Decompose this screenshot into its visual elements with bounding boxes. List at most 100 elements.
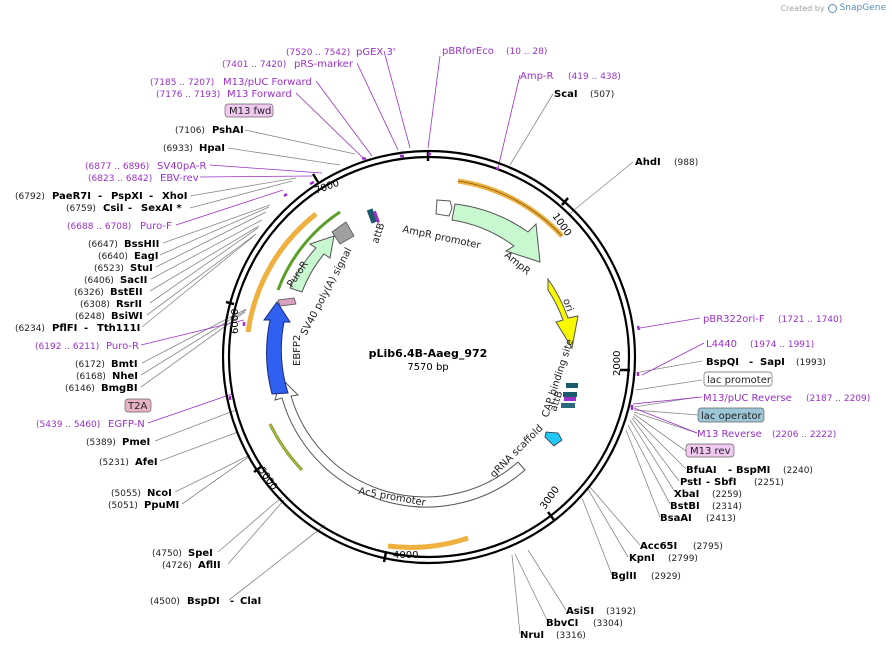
m13rev-label: M13 rev xyxy=(690,446,731,457)
enzyme-clai-dash: - xyxy=(230,596,234,607)
primer-puror-name: Puro-R xyxy=(106,341,139,352)
primer-puror-range: (6192 .. 6211) xyxy=(35,342,99,352)
map-text: - xyxy=(749,357,753,368)
enzyme-bsiwi: BsiWI xyxy=(111,311,143,322)
ac5-promoter-arrow xyxy=(274,377,526,508)
plasmid-name: pLib6.4B-Aaeg_972 xyxy=(369,347,488,360)
enzyme-kpni: KpnI xyxy=(629,553,655,564)
enzyme-rsrii: RsrII xyxy=(116,299,142,310)
brand-name: SnapGene xyxy=(839,3,886,13)
lac-promoter-label: lac promoter xyxy=(707,375,772,386)
snapgene-brand: Created by SnapGene xyxy=(781,3,886,13)
primer-ebv-range: (6823 .. 6842) xyxy=(88,174,152,184)
enzyme-spei: SpeI xyxy=(188,548,213,559)
enzyme-psti: PstI xyxy=(680,477,702,488)
enzyme-bspqi: BspQI xyxy=(706,357,739,368)
enzyme-position: (7106) xyxy=(175,126,205,136)
enzyme-position: (6640) xyxy=(98,252,128,262)
enzyme-position: (4726) xyxy=(162,561,192,571)
ebfp2-arrow xyxy=(263,301,291,395)
primer-m13puc-r-name: M13/pUC Reverse xyxy=(703,393,792,404)
enzyme-ppumi: PpuMI xyxy=(144,500,179,511)
enzyme-pflfi: PflFI xyxy=(52,323,77,334)
enzyme-position: (5051) xyxy=(108,501,138,511)
tick-3000: 3000 xyxy=(538,485,562,512)
primer-sv40pa-name: SV40pA-R xyxy=(157,161,206,172)
primer-ampr-name: Amp-R xyxy=(520,71,554,82)
enzyme-stui: StuI xyxy=(130,263,153,274)
primer-ampr-range: (419 .. 438) xyxy=(568,72,621,82)
lac-promoter-marker xyxy=(561,403,575,408)
attb-left-primer xyxy=(373,210,380,223)
enzyme-pspxi: PspXI xyxy=(111,191,143,202)
primer-pbr322-range: (1721 .. 1740) xyxy=(778,315,842,325)
enzyme-sacii: SacII xyxy=(120,275,147,286)
enzyme-position: (6933) xyxy=(163,144,193,154)
ampr-promoter-arrow xyxy=(435,199,453,217)
enzyme-position: (3304) xyxy=(593,619,623,629)
left-orange-arc xyxy=(245,212,318,333)
ebfp2-label: EBFP2 xyxy=(292,335,303,366)
lac-operator-marker xyxy=(563,392,577,397)
boxed-labels: M13 fwd T2A lac promoter lac operator M1… xyxy=(124,103,773,458)
enzyme-position: (5055) xyxy=(111,489,141,499)
primer-m13-f-name: M13 Forward xyxy=(227,89,292,100)
enzyme-tth111i-dash: - xyxy=(84,323,88,334)
enzyme-position: (6308) xyxy=(80,300,110,310)
primer-purof-name: Puro-F xyxy=(140,221,172,232)
enzyme-position: (1993) xyxy=(796,358,826,368)
enzyme-ahdi: AhdI xyxy=(635,157,661,168)
attb-left-label: attB xyxy=(370,222,387,245)
tick-6000: 6000 xyxy=(230,309,241,334)
enzyme-bglii: BglII xyxy=(611,571,637,582)
primer-leaders xyxy=(140,50,705,434)
primer-ebv-name: EBV-rev xyxy=(160,173,199,184)
enzyme-position: (6168) xyxy=(76,372,106,382)
primer-bars xyxy=(228,152,641,410)
enzyme-position: (2259) xyxy=(712,490,742,500)
primer-pbrforeco-range: (10 .. 28) xyxy=(506,47,547,57)
enzyme-position: (6248) xyxy=(75,312,105,322)
enzyme-xhoi-dash: - xyxy=(149,191,153,202)
primer-labels: (7520 .. 7542) pGEX 3' (7401 .. 7420) pR… xyxy=(35,46,870,440)
enzyme-nrui: NruI xyxy=(520,630,544,641)
enzyme-sbfi: SbfI xyxy=(714,477,736,488)
enzyme-position: (2795) xyxy=(693,542,723,552)
enzyme-sexai: SexAI * xyxy=(141,203,182,214)
enzyme-bspdi: BspDI xyxy=(187,596,220,607)
primer-pgex-range: (7520 .. 7542) xyxy=(286,48,350,58)
tick-2000: 2000 xyxy=(612,351,623,376)
plasmid-length: 7570 bp xyxy=(407,362,448,373)
sv40-marker xyxy=(331,221,355,245)
enzyme-bstbi: BstBI xyxy=(670,501,700,512)
grna-arrow xyxy=(544,431,563,447)
primer-m13puc-f-range: (7185 .. 7207) xyxy=(150,78,214,88)
primer-prs-range: (7401 .. 7420) xyxy=(222,60,286,70)
primer-m13-f-range: (7176 .. 7193) xyxy=(156,90,220,100)
ori-arrow xyxy=(547,277,579,350)
cap-marker xyxy=(566,383,578,388)
ampr-promoter-label: AmpR promoter xyxy=(401,224,482,251)
ampr-orange-edge xyxy=(457,180,563,237)
snapgene-logo-icon xyxy=(827,3,837,13)
enzyme-position: (4750) xyxy=(152,549,182,559)
enzyme-position: (4500) xyxy=(150,597,180,607)
primer-egfp-name: EGFP-N xyxy=(108,419,145,430)
enzyme-position: (6172) xyxy=(75,360,105,370)
enzyme-position: (5231) xyxy=(99,458,129,468)
enzyme-sexai-dash: - xyxy=(128,203,132,214)
enzyme-position: (6406) xyxy=(84,276,114,286)
enzyme-labels-left: (7106)PshAI (6933)HpaI (6792)PaeR7I -Psp… xyxy=(15,125,261,607)
enzyme-bmti: BmtI xyxy=(111,359,138,370)
enzyme-pmei: PmeI xyxy=(122,437,150,448)
primer-prs-name: pRS-marker xyxy=(294,59,354,70)
enzyme-bspmi: BspMI xyxy=(736,465,770,476)
enzyme-position: (988) xyxy=(674,158,698,168)
ac5-label: Ac5 promoter xyxy=(357,486,427,509)
enzyme-bfuai: BfuAI xyxy=(686,465,717,476)
enzyme-scai: ScaI xyxy=(554,89,578,100)
primer-m13-r-name: M13 Reverse xyxy=(697,429,762,440)
primer-m13puc-f-name: M13/pUC Forward xyxy=(223,77,312,88)
enzyme-afei: AfeI xyxy=(135,457,158,468)
enzyme-acc65i: Acc65I xyxy=(640,541,677,552)
